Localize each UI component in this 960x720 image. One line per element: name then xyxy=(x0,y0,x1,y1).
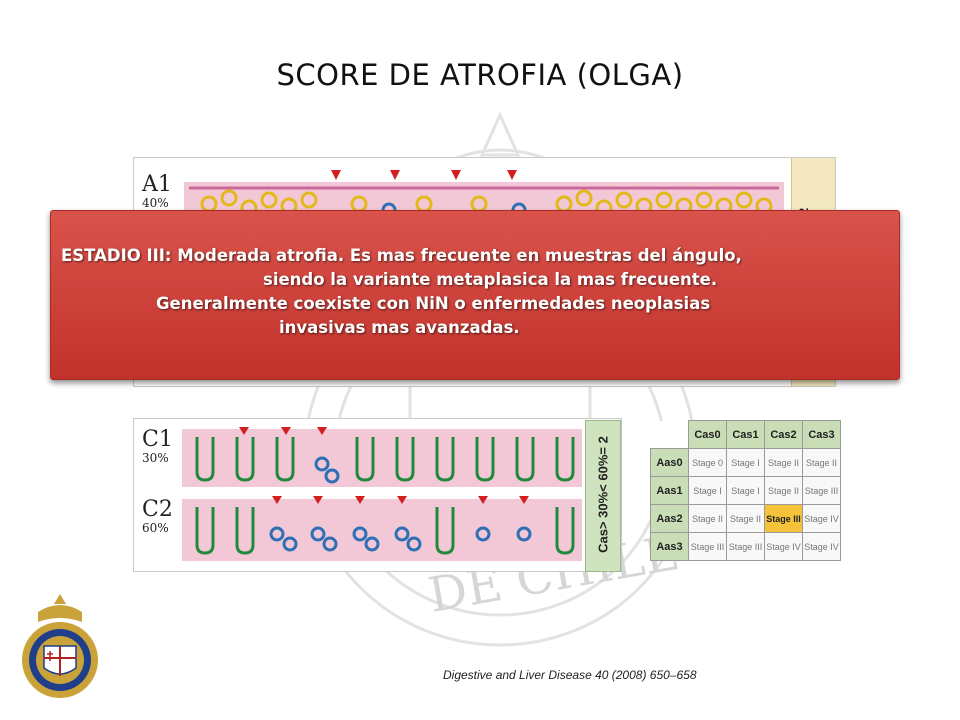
score-strip-bottom: Cas> 30%< 60%= 2 xyxy=(585,420,621,572)
table-cell: Stage III xyxy=(802,476,841,505)
table-corner xyxy=(650,420,689,449)
table-cell: Stage 0 xyxy=(688,448,727,477)
score-label-bottom: Cas> 30%< 60%= 2 xyxy=(595,436,611,553)
row-label-a1: A1 40% xyxy=(142,172,172,211)
stage-iii-callout: ESTADIO III: Moderada atrofia. Es mas fr… xyxy=(50,210,900,380)
olga-stage-table: Cas0 Cas1 Cas2 Cas3 Aas0 Stage 0 Stage I… xyxy=(650,420,841,561)
table-row: Aas3 Stage III Stage III Stage IV Stage … xyxy=(650,532,841,561)
row-code: C2 xyxy=(142,497,173,522)
row-percent: 30% xyxy=(142,451,169,465)
callout-line: invasivas mas avanzadas. xyxy=(279,318,520,337)
table-row: Aas2 Stage II Stage II Stage III Stage I… xyxy=(650,504,841,533)
university-crest-logo xyxy=(22,594,98,698)
table-cell: Stage IV xyxy=(802,532,841,561)
slide-title: SCORE DE ATROFIA (OLGA) xyxy=(276,58,684,92)
table-cell: Stage III xyxy=(688,532,727,561)
table-row: Aas0 Stage 0 Stage I Stage II Stage II xyxy=(650,448,841,477)
table-cell: Stage II xyxy=(764,476,803,505)
table-row: Aas1 Stage I Stage I Stage II Stage III xyxy=(650,476,841,505)
row-label-c1: C1 30% xyxy=(142,427,173,466)
row-code: C1 xyxy=(142,427,173,452)
table-cell: Stage II xyxy=(764,448,803,477)
row-header: Aas3 xyxy=(650,532,689,561)
row-code: A1 xyxy=(142,172,172,197)
table-cell: Stage I xyxy=(726,448,765,477)
row-header: Aas2 xyxy=(650,504,689,533)
table-cell: Stage II xyxy=(802,448,841,477)
column-header: Cas0 xyxy=(688,420,727,449)
callout-line: Generalmente coexiste con NiN o enfermed… xyxy=(156,294,711,313)
table-cell: Stage IV xyxy=(802,504,841,533)
row-header: Aas1 xyxy=(650,476,689,505)
table-cell: Stage III xyxy=(726,532,765,561)
row-percent: 60% xyxy=(142,521,169,535)
table-cell-highlighted: Stage III xyxy=(764,504,803,533)
table-cell: Stage I xyxy=(688,476,727,505)
callout-line: siendo la variante metaplasica la mas fr… xyxy=(263,270,718,289)
table-cell: Stage I xyxy=(726,476,765,505)
row-header: Aas0 xyxy=(650,448,689,477)
column-header: Cas2 xyxy=(764,420,803,449)
table-cell: Stage II xyxy=(726,504,765,533)
figure-bottom-panel: C1 30% C2 60% xyxy=(133,418,622,572)
column-header: Cas3 xyxy=(802,420,841,449)
column-header: Cas1 xyxy=(726,420,765,449)
citation: Digestive and Liver Disease 40 (2008) 65… xyxy=(443,668,697,682)
row-percent: 40% xyxy=(142,196,169,210)
table-cell: Stage IV xyxy=(764,532,803,561)
callout-line: ESTADIO III: Moderada atrofia. Es mas fr… xyxy=(61,246,742,265)
table-cell: Stage II xyxy=(688,504,727,533)
gland-diagram-bottom xyxy=(182,427,582,561)
table-header-row: Cas0 Cas1 Cas2 Cas3 xyxy=(650,420,841,449)
row-label-c2: C2 60% xyxy=(142,497,173,536)
